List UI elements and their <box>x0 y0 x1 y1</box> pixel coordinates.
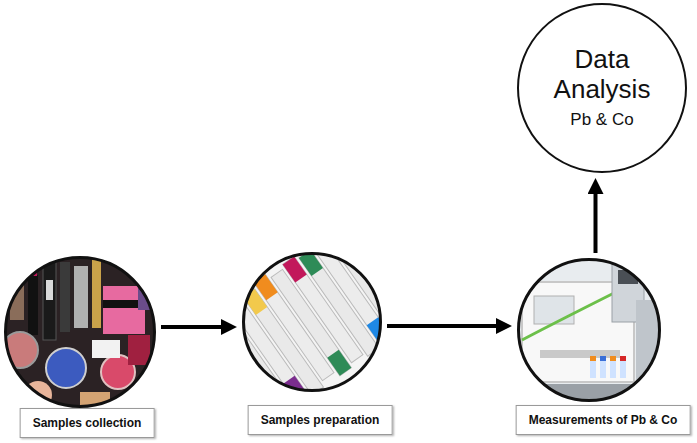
tubes-picture <box>212 225 407 414</box>
step-circle: Samples collection <box>4 256 156 408</box>
flow-arrow <box>594 187 598 253</box>
circle-outline <box>517 258 661 402</box>
photo-ring <box>244 254 381 391</box>
circle-outline <box>4 256 156 408</box>
step-label: Measurements of Pb & Co <box>516 405 691 435</box>
photo-ring <box>6 258 155 407</box>
result-ring <box>518 4 686 172</box>
step-label: Samples preparation <box>248 405 393 435</box>
result-title: Data Analysis <box>537 45 667 105</box>
cosmetics-picture <box>0 250 160 420</box>
flow-arrow <box>387 324 503 328</box>
step-label: Samples collection <box>20 408 155 438</box>
instrument-picture <box>515 255 665 409</box>
step-circle: Measurements of Pb & Co <box>517 258 661 402</box>
circle-outline <box>242 252 382 392</box>
step-circle: Samples preparation <box>242 252 382 392</box>
result-circle: Data Analysis Pb & Co <box>517 3 687 173</box>
photo-ring <box>519 260 660 401</box>
flow-arrow <box>161 325 228 329</box>
result-subtitle: Pb & Co <box>570 109 633 131</box>
